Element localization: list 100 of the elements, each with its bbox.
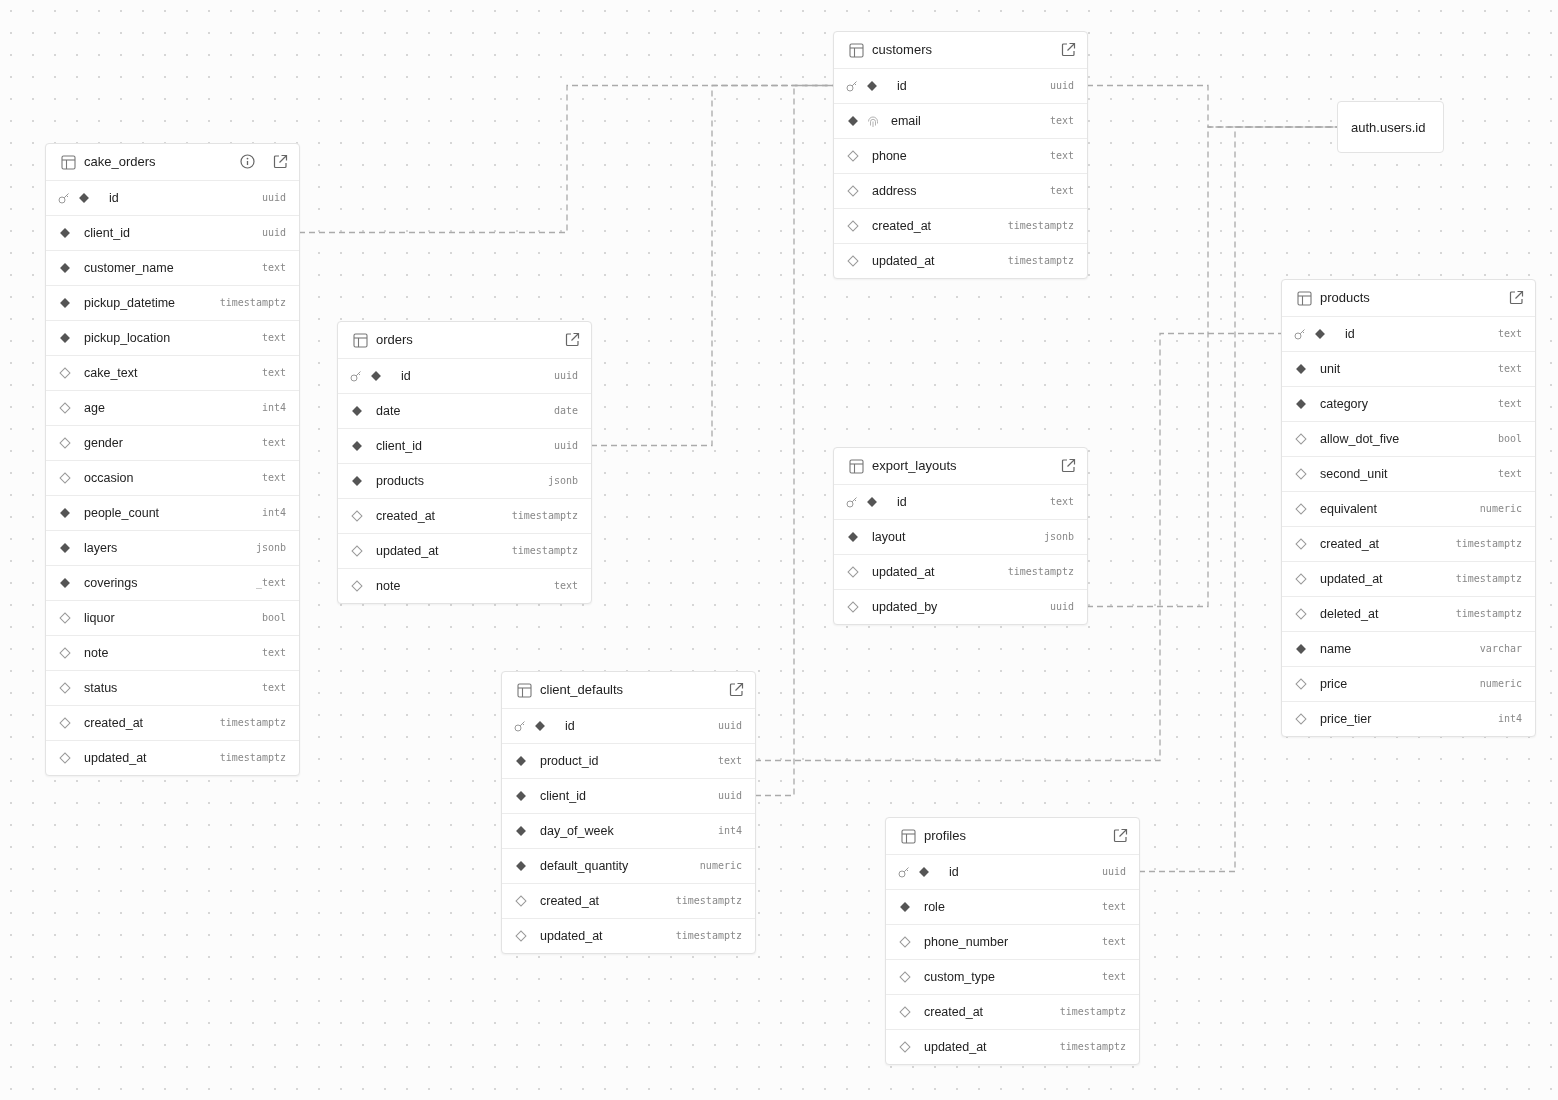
column-type: timestamptz <box>1007 566 1074 577</box>
table-card <box>1281 279 1536 737</box>
column-name: phone <box>872 149 907 163</box>
column-name: layout <box>872 530 906 544</box>
column-type: timestamptz <box>511 510 578 521</box>
table-card <box>885 817 1140 1065</box>
column-type: jsonb <box>255 542 286 553</box>
column-type: timestamptz <box>219 297 286 308</box>
column-name: occasion <box>84 471 134 485</box>
column-name: pickup_datetime <box>84 296 176 310</box>
column-name: id <box>109 191 119 205</box>
table-name: export_layouts <box>872 458 957 473</box>
column-name: created_at <box>872 219 932 233</box>
column-type: uuid <box>553 440 578 451</box>
column-name: updated_at <box>872 565 935 579</box>
column-name: note <box>376 579 401 593</box>
column-name: default_quantity <box>540 859 629 873</box>
reference-name: auth.users.id <box>1351 120 1426 135</box>
column-name: unit <box>1320 362 1341 376</box>
column-name: updated_by <box>872 600 938 614</box>
column-name: email <box>891 114 921 128</box>
column-name: id <box>949 865 959 879</box>
column-name: address <box>872 184 917 198</box>
column-type: timestamptz <box>511 545 578 556</box>
column-name: price_tier <box>1320 712 1372 726</box>
column-type: text <box>261 682 286 693</box>
column-type: timestamptz <box>219 717 286 728</box>
column-type: timestamptz <box>675 930 742 941</box>
column-name: created_at <box>376 509 436 523</box>
column-type: int4 <box>261 507 286 518</box>
column-name: cake_text <box>84 366 138 380</box>
column-name: client_id <box>376 439 422 453</box>
column-name: products <box>376 474 424 488</box>
column-name: category <box>1320 397 1368 411</box>
column-name: id <box>897 495 907 509</box>
column-type: timestamptz <box>1059 1006 1126 1017</box>
column-type: text <box>1497 328 1522 339</box>
column-type: text <box>261 472 286 483</box>
table-name: profiles <box>924 828 966 843</box>
column-name: updated_at <box>376 544 439 558</box>
column-type: jsonb <box>547 475 578 486</box>
column-type: timestamptz <box>1455 608 1522 619</box>
column-type: text <box>553 580 578 591</box>
column-type: int4 <box>1497 713 1522 724</box>
relation-line <box>754 332 1283 762</box>
table-card <box>833 31 1088 279</box>
column-type: text <box>1049 185 1074 196</box>
column-type: text <box>261 332 286 343</box>
table-name: cake_orders <box>84 154 156 169</box>
column-name: id <box>401 369 411 383</box>
column-name: updated_at <box>84 751 147 765</box>
column-type: text <box>261 367 286 378</box>
column-type: numeric <box>1479 678 1522 689</box>
column-name: client_id <box>84 226 130 240</box>
column-type: text <box>1497 468 1522 479</box>
column-type: uuid <box>1049 80 1074 91</box>
column-name: pickup_location <box>84 331 171 345</box>
column-name: created_at <box>540 894 600 908</box>
column-name: created_at <box>84 716 144 730</box>
column-name: note <box>84 646 109 660</box>
column-type: timestamptz <box>1007 220 1074 231</box>
column-type: text <box>261 437 286 448</box>
column-name: allow_dot_five <box>1320 432 1400 446</box>
column-type: text <box>1101 971 1126 982</box>
table-card <box>501 671 756 954</box>
column-name: status <box>84 681 118 695</box>
column-name: gender <box>84 436 123 450</box>
table-card <box>45 143 300 776</box>
table-name: customers <box>872 42 932 57</box>
column-name: id <box>565 719 575 733</box>
column-type: text <box>717 755 742 766</box>
column-type: uuid <box>553 370 578 381</box>
column-type: timestamptz <box>219 752 286 763</box>
column-name: liquor <box>84 611 115 625</box>
column-type: int4 <box>717 825 742 836</box>
column-type: text <box>261 647 286 658</box>
column-type: numeric <box>1479 503 1522 514</box>
column-name: id <box>897 79 907 93</box>
column-type: uuid <box>1049 601 1074 612</box>
column-type: text <box>1497 398 1522 409</box>
table-card <box>337 321 592 604</box>
column-name: product_id <box>540 754 599 768</box>
column-name: custom_type <box>924 970 995 984</box>
column-name: layers <box>84 541 118 555</box>
column-type: int4 <box>261 402 286 413</box>
column-name: age <box>84 401 105 415</box>
column-name: created_at <box>1320 537 1380 551</box>
column-type: timestamptz <box>1455 573 1522 584</box>
column-name: role <box>924 900 945 914</box>
column-type: timestamptz <box>675 895 742 906</box>
column-type: varchar <box>1479 643 1522 654</box>
table-name: orders <box>376 332 413 347</box>
table-name: products <box>1320 290 1370 305</box>
column-name: date <box>376 404 401 418</box>
column-type: text <box>1049 496 1074 507</box>
column-type: uuid <box>717 790 742 801</box>
column-type: uuid <box>717 720 742 731</box>
column-name: updated_at <box>1320 572 1383 586</box>
column-name: second_unit <box>1320 467 1388 481</box>
column-type: text <box>1101 901 1126 912</box>
